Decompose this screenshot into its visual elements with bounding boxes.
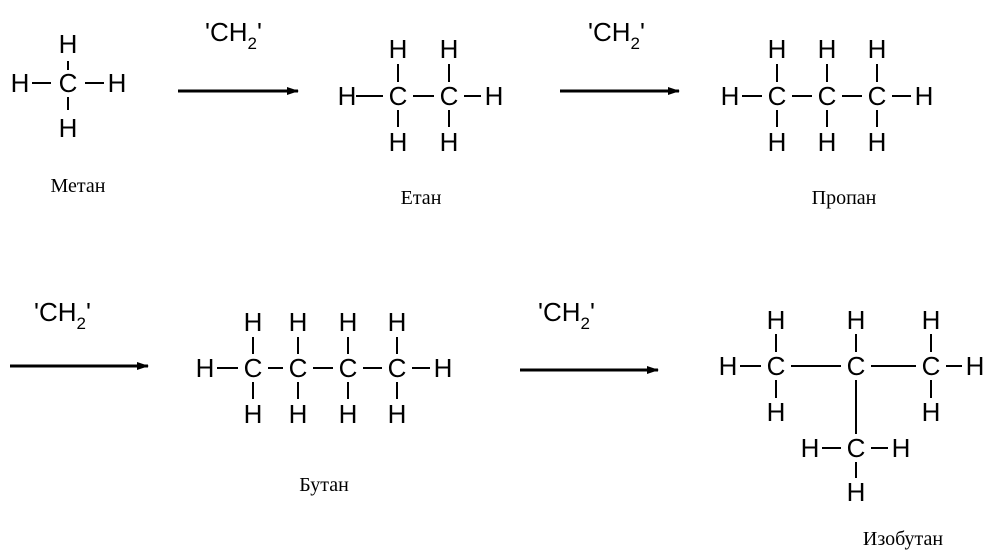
hydrogen-atom: H: [59, 29, 78, 59]
hydrogen-atom: H: [847, 477, 866, 507]
hydrogen-atom: H: [339, 307, 358, 337]
molecule-name-isobutane: Изобутан: [863, 528, 944, 550]
hydrogen-atom: H: [59, 113, 78, 143]
carbon-atom: C: [922, 351, 941, 381]
hydrogen-atom: H: [847, 305, 866, 335]
hydrogen-atom: H: [289, 307, 308, 337]
carbon-atom: C: [768, 81, 787, 111]
hydrogen-atom: H: [338, 81, 357, 111]
hydrogen-atom: H: [868, 127, 887, 157]
hydrogen-atom: H: [818, 34, 837, 64]
hydrogen-atom: H: [868, 34, 887, 64]
hydrogen-atom: H: [339, 399, 358, 429]
hydrogen-atom: H: [389, 127, 408, 157]
carbon-atom: C: [289, 353, 308, 383]
hydrogen-atom: H: [289, 399, 308, 429]
reagent-label: 'CH2': [588, 17, 645, 53]
hydrogen-atom: H: [485, 81, 504, 111]
carbon-atom: C: [339, 353, 358, 383]
reagent-label: 'CH2': [205, 17, 262, 53]
carbon-atom: C: [388, 353, 407, 383]
carbon-atom: C: [389, 81, 408, 111]
hydrogen-atom: H: [388, 399, 407, 429]
molecule-name-ethane: Етан: [401, 187, 442, 209]
hydrogen-atom: H: [767, 305, 786, 335]
hydrogen-atom: H: [719, 351, 738, 381]
carbon-atom: C: [847, 351, 866, 381]
isobutane-structure: H H H H C C C H H H H C H H: [719, 305, 985, 507]
reagent-label: 'CH2': [34, 297, 91, 333]
carbon-atom: C: [868, 81, 887, 111]
carbon-atom: C: [767, 351, 786, 381]
hydrogen-atom: H: [922, 305, 941, 335]
molecule-name-butane: Бутан: [299, 474, 349, 496]
carbon-atom: C: [244, 353, 263, 383]
hydrogen-atom: H: [389, 34, 408, 64]
hydrogen-atom: H: [966, 351, 985, 381]
hydrogen-atom: H: [915, 81, 934, 111]
hydrogen-atom: H: [768, 34, 787, 64]
hydrogen-atom: H: [801, 433, 820, 463]
hydrogen-atom: H: [922, 397, 941, 427]
hydrogen-atom: H: [767, 397, 786, 427]
carbon-atom: C: [440, 81, 459, 111]
hydrogen-atom: H: [818, 127, 837, 157]
hydrogen-atom: H: [196, 353, 215, 383]
reagent-label: 'CH2': [538, 297, 595, 333]
molecule-name-propane: Пропан: [812, 187, 877, 209]
hydrogen-atom: H: [244, 399, 263, 429]
molecule-name-methane: Метан: [51, 175, 106, 197]
hydrogen-atom: H: [244, 307, 263, 337]
hydrogen-atom: H: [892, 433, 911, 463]
carbon-atom: C: [847, 433, 866, 463]
hydrogen-atom: H: [721, 81, 740, 111]
hydrogen-atom: H: [108, 68, 127, 98]
hydrogen-atom: H: [440, 34, 459, 64]
hydrogen-atom: H: [11, 68, 30, 98]
carbon-atom: C: [818, 81, 837, 111]
hydrogen-atom: H: [434, 353, 453, 383]
hydrogen-atom: H: [388, 307, 407, 337]
hydrogen-atom: H: [440, 127, 459, 157]
carbon-atom: C: [59, 68, 78, 98]
hydrogen-atom: H: [768, 127, 787, 157]
propane-structure: H H H H C C C H H H H: [721, 34, 934, 157]
methane-structure: H H C H H: [11, 29, 127, 143]
ethane-structure: H H H C C H H H: [338, 34, 504, 157]
butane-structure: H H H H H C C C C H H H H H: [196, 307, 453, 429]
